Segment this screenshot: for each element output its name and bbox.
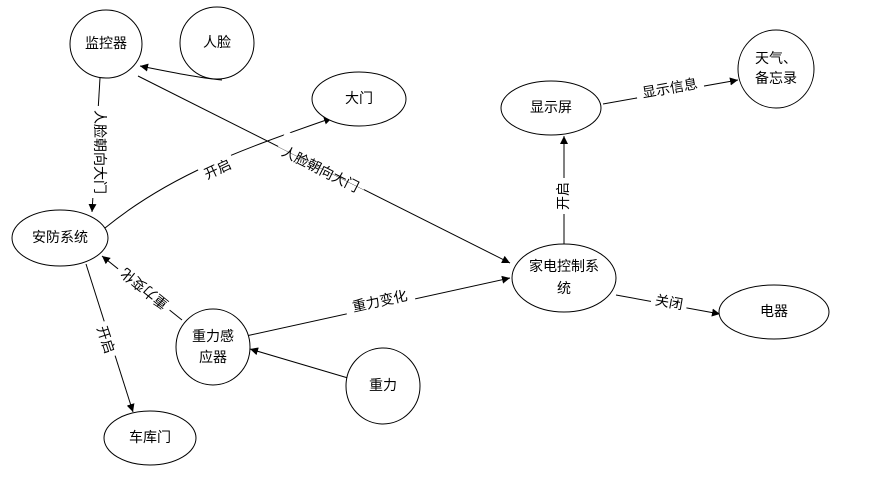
svg-text:重力感: 重力感: [192, 328, 234, 345]
svg-text:车库门: 车库门: [129, 429, 171, 446]
svg-text:应器: 应器: [199, 349, 227, 366]
label-monitor-to-security: 人脸朝向大门: [88, 106, 110, 198]
node-home-control-system: 家电控制系 统: [511, 243, 617, 313]
label-display-to-weather: 显示信息: [634, 74, 706, 104]
label-security-to-gate: 开启: [197, 153, 238, 185]
svg-text:家电控制系: 家电控制系: [529, 258, 599, 275]
node-weather-memo: 天气、 备忘录: [737, 29, 815, 109]
node-gravity: 重力: [345, 347, 421, 425]
node-gate: 大门: [311, 71, 407, 127]
label-sensor-to-home: 重力变化: [343, 285, 417, 319]
svg-text:电器: 电器: [760, 304, 788, 320]
node-security-system: 安防系统: [11, 209, 109, 267]
svg-text:统: 统: [557, 281, 571, 297]
svg-text:显示屏: 显示屏: [530, 100, 572, 116]
label-monitor-to-home: 人脸朝向大门: [278, 130, 372, 196]
svg-text:开启: 开启: [556, 182, 572, 210]
svg-text:人脸朝向大门: 人脸朝向大门: [91, 110, 107, 194]
edge-gravity-to-sensor: [249, 347, 349, 379]
label-security-to-garage: 开启: [90, 320, 120, 360]
svg-text:关闭: 关闭: [654, 293, 684, 314]
label-home-to-display: 开启: [555, 178, 573, 214]
svg-text:人脸: 人脸: [203, 35, 231, 51]
svg-text:重力变化: 重力变化: [118, 264, 172, 312]
svg-text:重力: 重力: [369, 378, 397, 394]
svg-text:备忘录: 备忘录: [755, 70, 797, 87]
svg-text:安防系统: 安防系统: [32, 230, 88, 246]
node-gravity-sensor: 重力感 应器: [175, 308, 251, 386]
node-garage-door: 车库门: [103, 410, 197, 466]
svg-text:大门: 大门: [345, 91, 373, 107]
node-monitor: 监控器: [69, 9, 143, 79]
node-appliance: 电器: [718, 284, 830, 340]
node-face: 人脸: [179, 6, 255, 80]
svg-text:重力变化: 重力变化: [351, 288, 409, 316]
svg-text:天气、: 天气、: [755, 51, 797, 67]
svg-text:开启: 开启: [93, 324, 117, 356]
svg-text:监控器: 监控器: [85, 36, 127, 52]
node-display: 显示屏: [500, 80, 602, 136]
label-home-to-appliance: 关闭: [649, 291, 689, 315]
label-sensor-to-security: 重力变化: [113, 260, 177, 316]
